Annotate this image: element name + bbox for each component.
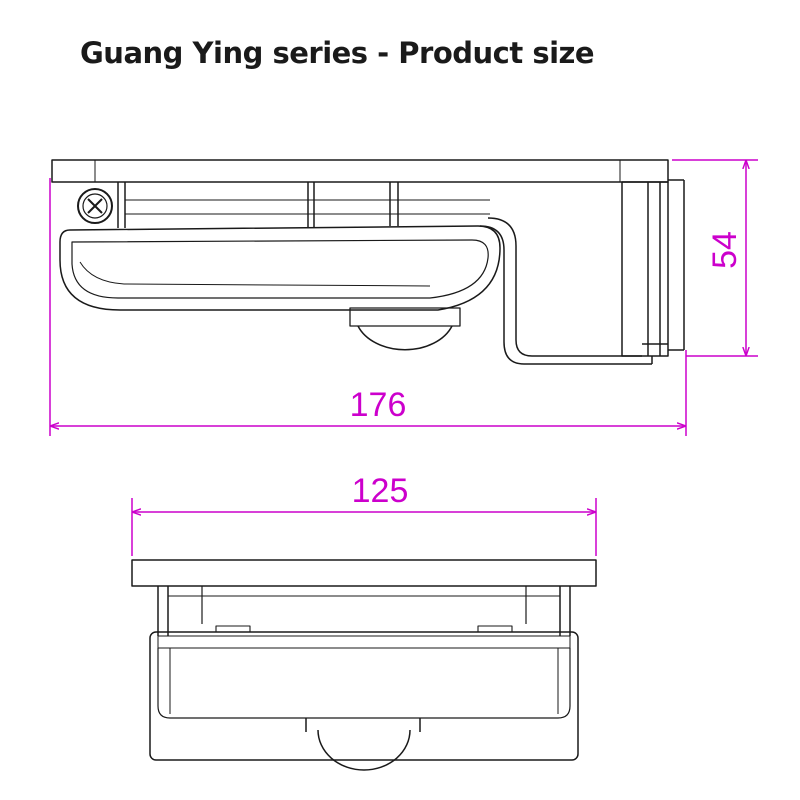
front-top-plate [131, 559, 597, 587]
side-support-arm [487, 217, 642, 357]
front-lamp-head [149, 631, 579, 761]
dimension-54-label: 54 [706, 231, 744, 269]
side-view [51, 159, 685, 365]
page-title: Guang Ying series - Product size [80, 36, 595, 70]
side-top-plate [51, 159, 669, 183]
side-sensor-dome [357, 325, 453, 351]
front-view [131, 559, 597, 771]
dimension-125-label: 125 [352, 472, 409, 510]
front-sensor-dome [305, 718, 421, 732]
dimension-annotations [49, 159, 758, 556]
screw-icon [77, 188, 113, 224]
side-rear-housing [621, 181, 669, 357]
dimension-176-label: 176 [350, 386, 407, 424]
side-lamp-head [59, 225, 501, 311]
